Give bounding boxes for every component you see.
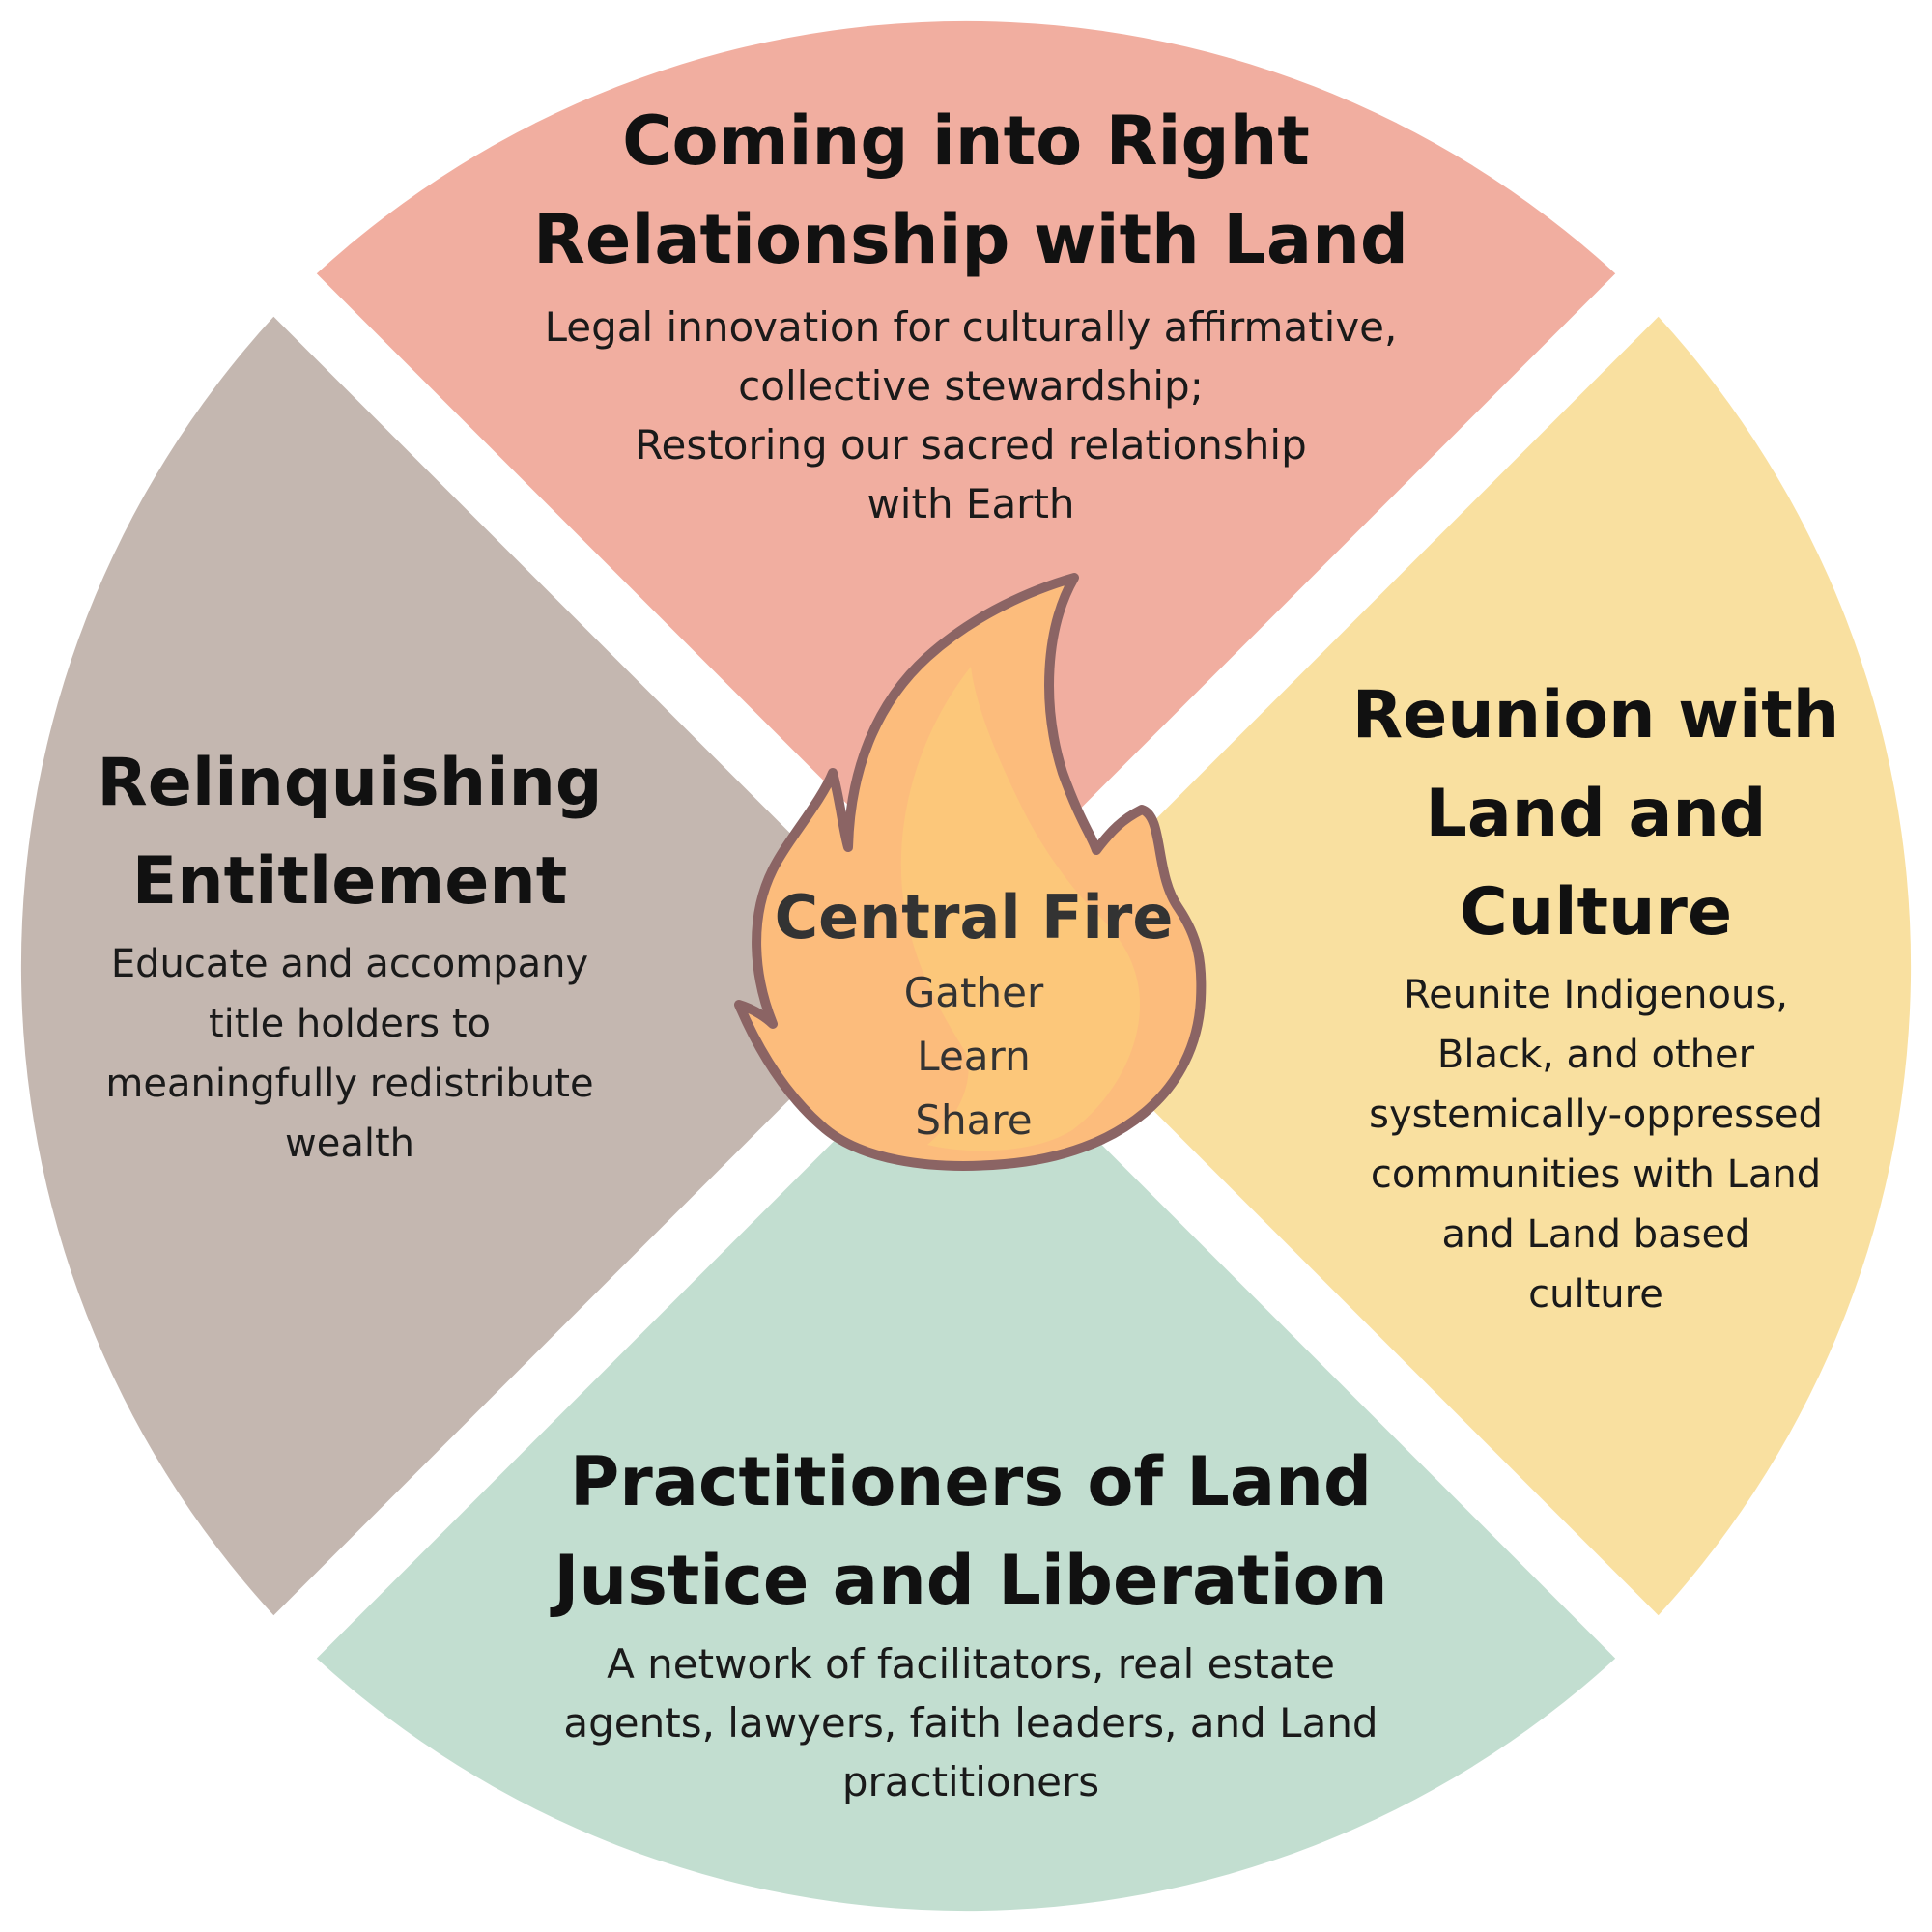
quadrant-right-desc-line: and Land based [1442, 1212, 1750, 1257]
quadrant-right-desc-line: communities with Land [1371, 1152, 1821, 1197]
quadrant-top-desc-line: collective stewardship; [738, 362, 1204, 410]
quadrant-left-desc-line: meaningfully redistribute [105, 1062, 593, 1106]
quadrant-bottom-desc-line: A network of facilitators, real estate [607, 1640, 1335, 1688]
quadrant-top-desc-line: Restoring our sacred relationship [635, 421, 1306, 469]
quadrant-top-desc-line: Legal innovation for culturally affirmat… [545, 303, 1398, 351]
quadrant-bottom-title-line: Practitioners of Land [570, 1442, 1372, 1521]
quadrant-left [20, 316, 923, 1616]
quadrant-bottom-title-line: Justice and Liberation [550, 1541, 1387, 1620]
quadrant-top-title-line: Relationship with Land [533, 200, 1408, 279]
quadrant-left-desc-line: title holders to [209, 1002, 491, 1046]
flame-icon [734, 573, 1207, 1171]
quadrant-right-desc-line: Reunite Indigenous, [1404, 973, 1788, 1017]
quadrant-right-title-line: Land and [1426, 776, 1767, 852]
quadrant-left-desc-line: wealth [285, 1122, 414, 1166]
quadrant-top-desc-line: with Earth [867, 480, 1074, 527]
quadrant-left-title-line: Relinquishing [97, 745, 602, 821]
quadrant-right-title-line: Culture [1460, 874, 1732, 951]
center-title: Central Fire [775, 882, 1174, 952]
quadrant-right-desc-line: culture [1528, 1272, 1663, 1317]
flame-inner-glow [900, 667, 1140, 1151]
quadrant-left-desc-line: Educate and accompany [111, 942, 588, 986]
quadrant-bottom-text: Practitioners of Land Justice and Libera… [550, 1442, 1387, 1805]
quadrant-bottom [316, 1009, 1616, 1912]
quadrant-bottom-desc-line: agents, lawyers, faith leaders, and Land [563, 1699, 1378, 1747]
quadrant-right-title-line: Reunion with [1352, 677, 1839, 753]
quadrant-left-title-line: Entitlement [132, 843, 568, 920]
quadrant-right-desc-line: systemically-oppressed [1369, 1093, 1823, 1137]
quadrant-top [316, 20, 1616, 923]
quadrant-bottom-desc-line: practitioners [842, 1758, 1099, 1805]
quadrant-top-text: Coming into Right Relationship with Land… [533, 101, 1408, 527]
center-word-share: Share [915, 1096, 1032, 1144]
quadrant-top-title-line: Coming into Right [622, 101, 1310, 181]
center-text: Central Fire Gather Learn Share [775, 882, 1174, 1144]
center-word-learn: Learn [917, 1033, 1030, 1080]
quadrant-right-text: Reunion with Land and Culture Reunite In… [1352, 677, 1839, 1317]
quadrant-right [1009, 316, 1912, 1616]
quadrant-left-text: Relinquishing Entitlement Educate and ac… [97, 745, 602, 1166]
quadrant-right-desc-line: Black, and other [1437, 1033, 1755, 1077]
center-word-gather: Gather [904, 969, 1044, 1016]
